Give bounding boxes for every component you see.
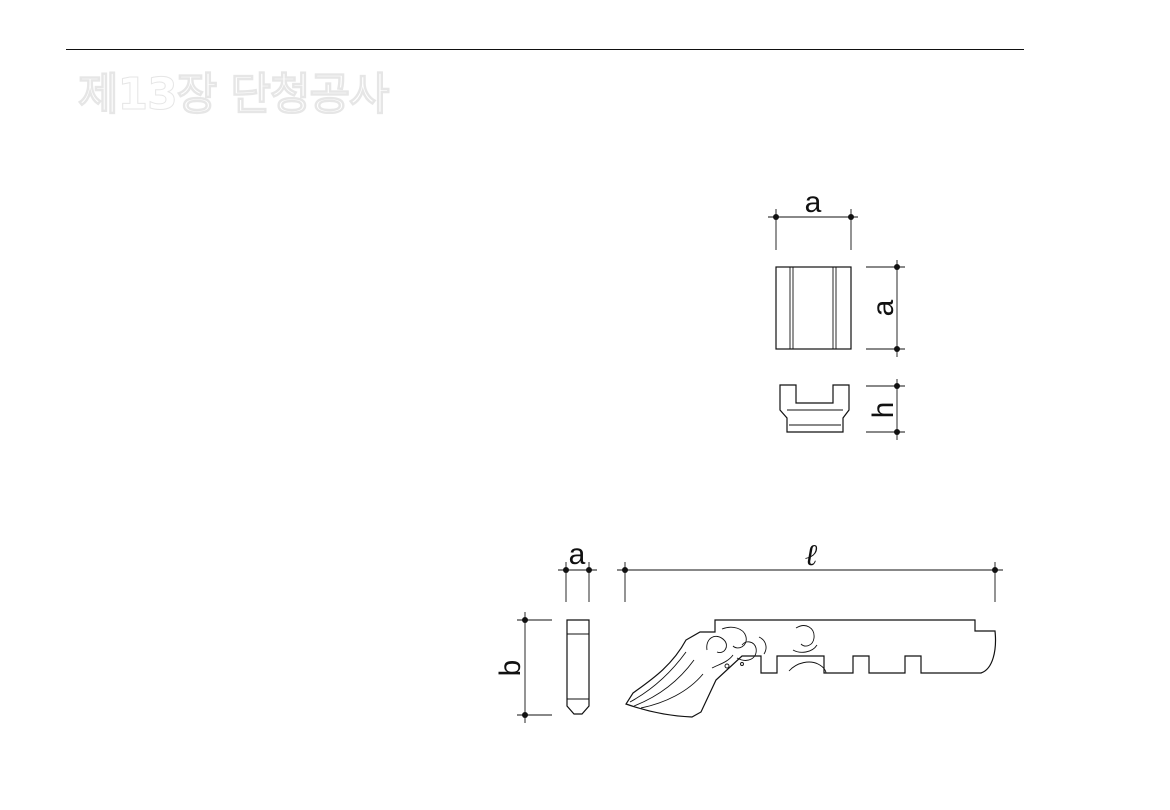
lower-width-dimension: a xyxy=(558,538,597,602)
block-elevation-view xyxy=(779,384,850,433)
chapter-title: 제13장 단청공사 xyxy=(77,69,389,121)
upper-width-label: a xyxy=(805,186,822,219)
upper-height-dimension: a xyxy=(866,260,905,357)
lower-height-dimension: b xyxy=(494,612,552,723)
upper-thickness-dimension: h xyxy=(866,379,905,440)
lower-height-label: b xyxy=(494,660,527,677)
upper-thickness-label: h xyxy=(867,402,900,419)
lower-length-dimension: ℓ xyxy=(617,539,1003,602)
header-rule xyxy=(66,49,1024,50)
bracket-end-view xyxy=(566,619,590,715)
upper-width-dimension: a xyxy=(768,186,858,250)
upper-height-label: a xyxy=(867,299,900,316)
lower-length-label: ℓ xyxy=(805,539,818,572)
block-plan-view xyxy=(775,266,852,350)
upper-block-figure: a a xyxy=(768,186,905,440)
bracket-side-view xyxy=(625,619,997,718)
lower-width-label: a xyxy=(569,538,586,571)
lower-bracket-figure: a ℓ b xyxy=(494,538,1003,723)
